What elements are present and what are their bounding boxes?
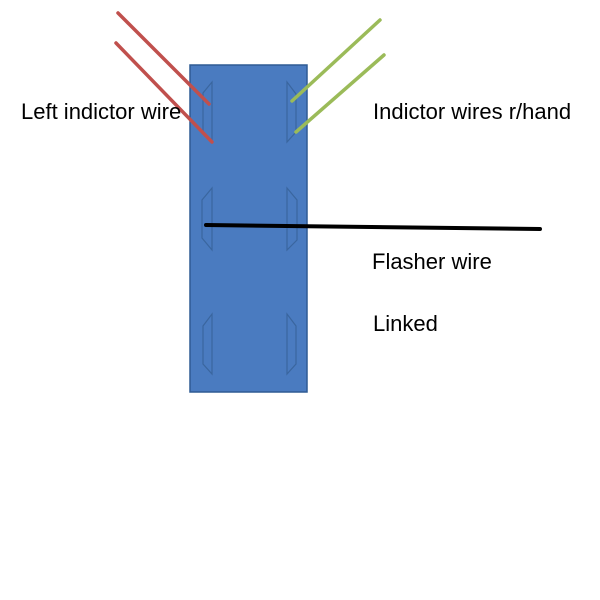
left-indicator-wire-label: Left indictor wire xyxy=(21,99,182,124)
left-indicator-wires xyxy=(114,11,214,144)
terminal-right-bottom xyxy=(286,312,297,376)
flasher-wire-label: Flasher wire xyxy=(372,249,492,274)
left-wire-lower xyxy=(114,41,214,144)
left-wire-upper xyxy=(116,11,211,106)
terminal-left-bottom xyxy=(202,312,213,376)
switch-body xyxy=(189,64,308,393)
terminal-right-middle xyxy=(286,186,298,252)
right-indicator-wires-label: Indictor wires r/hand xyxy=(373,99,572,124)
flasher-wire xyxy=(204,223,542,231)
right-wire-lower xyxy=(294,53,386,134)
right-indicator-wires xyxy=(290,18,386,134)
linked-label: Linked xyxy=(373,311,438,336)
right-wire-upper xyxy=(290,18,382,103)
terminal-left-middle xyxy=(201,186,213,252)
